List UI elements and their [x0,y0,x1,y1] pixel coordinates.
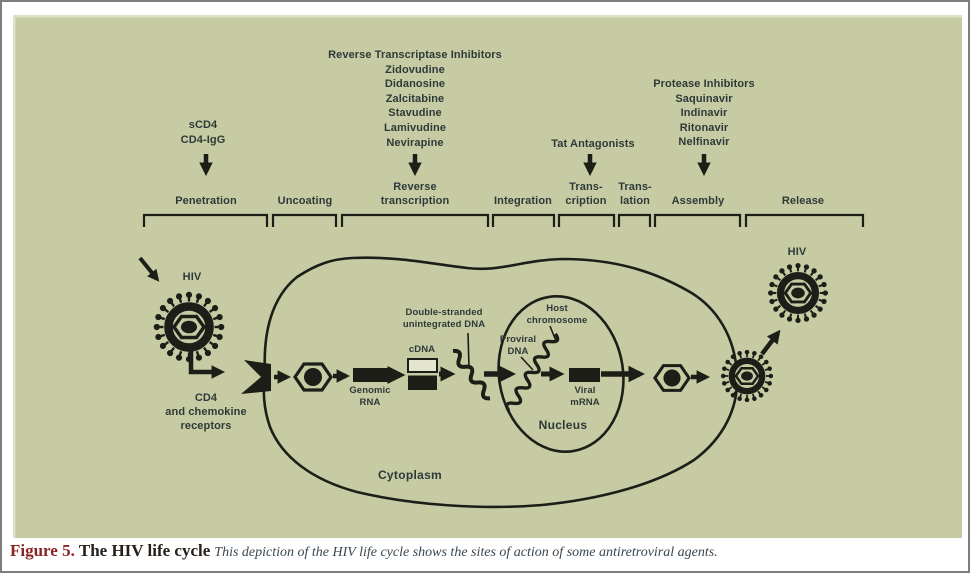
pointer-host-chromosome [549,325,557,342]
drug-stavudine: Stavudine [388,107,442,120]
cdna-strand-light-icon [407,358,438,373]
panel-edge-highlight-left [13,15,16,538]
stage-uncoating: Uncoating [277,195,333,207]
tat-antagonists-label: Tat Antagonists [551,138,635,150]
new-capsid-icon [653,364,691,392]
stage-integration: Integration [494,195,552,207]
stage-transcription: Trans- cription [565,181,607,207]
stage-penetration: Penetration [175,195,237,207]
bracket-integration [491,213,556,227]
rt-inhibitors-title: Reverse Transcriptase Inhibitors [328,49,502,61]
label-cd4-receptors: CD4 and chemokine receptors [165,392,247,432]
stage-brackets [142,213,865,227]
label-hiv-entering: HIV [182,271,202,283]
arrow-incoming-hiv [138,256,160,282]
bracket-assembly [653,213,742,227]
flow-arrows [274,329,781,384]
rt-inhibitors-annotation: Reverse Transcriptase Inhibitors Zidovud… [328,48,502,150]
label-proviral-dna: Proviral DNA [499,334,537,357]
protease-inhibitors-annotation: Protease Inhibitors Saquinavir Indinavir… [653,77,755,150]
drug-saquinavir: Saquinavir [675,92,733,105]
pointer-unintegrated-dna [467,332,470,369]
bracket-uncoating [271,213,338,227]
scd4-line2: CD4-IgG [180,134,226,146]
caption-figure-number: Figure 5. [10,541,75,560]
label-cdna: cDNA [408,344,436,355]
drug-ritonavir: Ritonavir [679,121,729,134]
drug-zalcitabine: Zalcitabine [385,92,445,105]
genomic-rna-icon [353,368,388,382]
label-hiv-released: HIV [787,246,807,258]
bracket-transcription [557,213,616,227]
label-viral-mrna: Viral mRNA [570,385,600,408]
viral-core-icon [293,362,333,392]
drug-lamivudine: Lamivudine [383,121,447,134]
drug-zidovudine: Zidovudine [385,63,445,76]
unintegrated-dna-icon [452,348,491,401]
cdna-strand-dark-icon [408,375,437,390]
arrow-release [760,329,781,356]
stage-translation: Trans- lation [618,181,652,207]
figure-caption: Figure 5. The HIV life cycle This depict… [10,541,718,561]
label-cytoplasm: Cytoplasm [377,468,443,482]
arrow-virus-to-receptor [188,351,226,379]
scd4-line1: sCD4 [188,119,218,131]
stage-release: Release [781,195,825,207]
caption-title: The HIV life cycle [78,541,211,560]
drug-didanosine: Didanosine [384,78,446,91]
label-genomic-rna: Genomic RNA [349,385,391,408]
tat-antagonists-annotation: Tat Antagonists [551,137,634,152]
proviral-dna-coil-icon [505,332,560,412]
caption-description: This depiction of the HIV life cycle sho… [214,545,718,560]
cell-membrane-outline [262,256,739,509]
protease-inhibitors-title: Protease Inhibitors [653,78,755,90]
scd4-annotation: sCD4 CD4-IgG [181,118,226,148]
cd4-receptor-icon [241,360,271,394]
bracket-release [744,213,865,227]
stage-reverse-transcription: Reverse transcription [380,181,450,207]
drug-nevirapine: Nevirapine [386,136,444,149]
stage-assembly: Assembly [671,195,725,207]
inhibitor-arrows [199,154,711,177]
nucleus-outline [497,295,625,453]
panel-edge-highlight [13,15,962,18]
bracket-penetration [142,213,269,227]
label-unintegrated-dna: Double-stranded unintegrated DNA [402,307,486,330]
viral-mrna-icon [569,368,600,382]
label-nucleus: Nucleus [538,418,588,432]
drug-nelfinavir: Nelfinavir [678,136,730,149]
bracket-translation [617,213,652,227]
label-host-chromosome: Host chromosome [526,303,588,326]
drug-indinavir: Indinavir [680,107,728,120]
bracket-reverse-transcription [340,213,490,227]
pointer-proviral-dna [520,356,534,371]
